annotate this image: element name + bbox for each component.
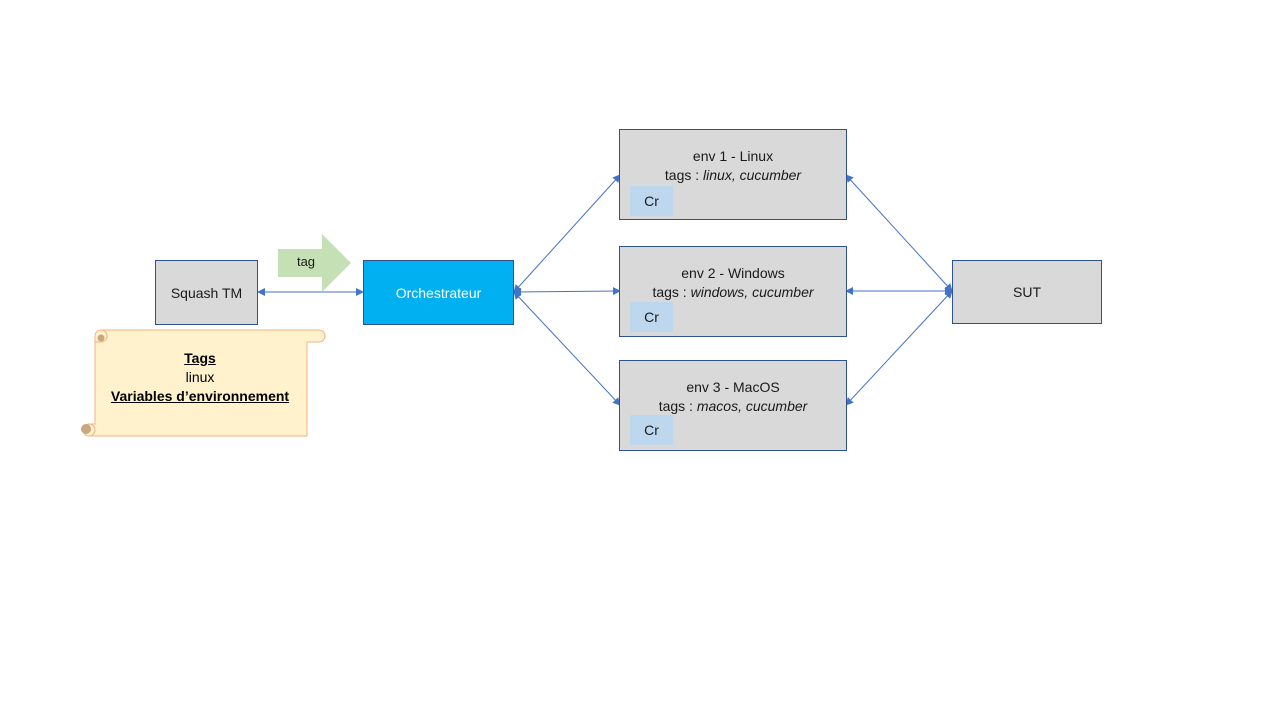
cr-chip: Cr — [630, 415, 673, 445]
env-tags-values: linux, cucumber — [703, 167, 802, 183]
cr-chip: Cr — [630, 302, 673, 332]
scroll-shape — [81, 329, 326, 437]
env-tags: tags : macos, cucumber — [620, 397, 846, 416]
env-tags-values: windows, cucumber — [690, 284, 814, 300]
sut-label: SUT — [1013, 284, 1041, 300]
env-tags: tags : linux, cucumber — [620, 166, 846, 185]
env-windows-node: env 2 - Windows tags : windows, cucumber… — [619, 246, 847, 337]
scroll-tag-value: linux — [185, 369, 215, 385]
env-tags-prefix: tags : — [652, 284, 691, 300]
scroll-note: Tags linux Variables d’environnement — [96, 349, 304, 406]
orchestrator-label: Orchestrateur — [395, 284, 482, 301]
tag-arrow-icon — [278, 234, 351, 292]
tag-arrow-label: tag — [296, 254, 316, 269]
env-title: env 2 - Windows — [681, 265, 785, 281]
squash-tm-label: Squash TM — [170, 284, 243, 301]
scroll-heading-tags: Tags — [184, 350, 216, 366]
connector-env1-sut — [845, 174, 953, 292]
env-macos-node: env 3 - MacOS tags : macos, cucumber Cr — [619, 360, 847, 451]
orchestrator-node: Orchestrateur — [363, 260, 514, 325]
env-tags-prefix: tags : — [664, 167, 704, 183]
connector-env3-sut — [845, 290, 953, 406]
env-title: env 3 - MacOS — [686, 379, 780, 395]
connector-orchestrator-env1 — [513, 174, 621, 293]
env-tags-prefix: tags : — [658, 398, 697, 414]
env-linux-node: env 1 - Linux tags : linux, cucumber Cr — [619, 129, 847, 220]
env-title: env 1 - Linux — [692, 148, 774, 164]
scroll-heading-variables: Variables d’environnement — [110, 388, 290, 404]
env-tags: tags : windows, cucumber — [620, 283, 846, 302]
cr-chip: Cr — [630, 186, 673, 216]
connector-orchestrator-env2 — [513, 287, 621, 296]
connector-orchestrator-env3 — [513, 291, 621, 406]
sut-node: SUT — [952, 260, 1102, 324]
env-tags-values: macos, cucumber — [696, 398, 808, 414]
squash-tm-node: Squash TM — [155, 260, 258, 325]
